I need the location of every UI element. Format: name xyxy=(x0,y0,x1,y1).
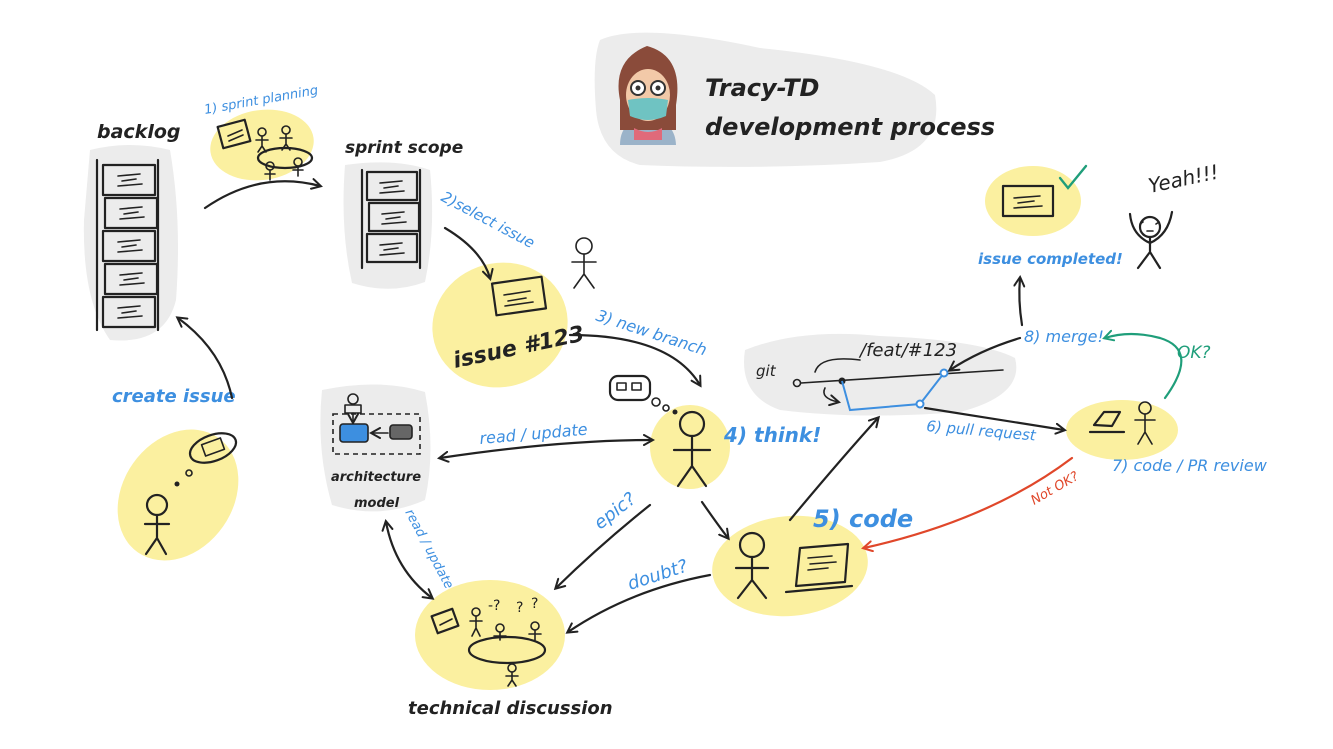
arrow-backlog-to-sprint-scope xyxy=(203,181,320,210)
git-blob xyxy=(744,333,1017,416)
arrow-pull-request xyxy=(923,406,1064,430)
svg-text:-?: -? xyxy=(488,598,500,614)
git-graph-icon xyxy=(792,358,1004,412)
ok-arrow xyxy=(1105,334,1183,400)
arrow-merge-to-git xyxy=(950,336,1022,370)
reviewer-figure-icon xyxy=(1134,401,1156,445)
celebrating-figure-icon xyxy=(1128,210,1174,270)
sprint-scope-blob xyxy=(343,162,433,289)
issue-123-highlight xyxy=(432,262,568,388)
think-highlight xyxy=(650,405,730,489)
pull-request-label: 6) pull request xyxy=(926,417,1038,445)
architecture-blob xyxy=(320,384,431,512)
arrow-select-issue xyxy=(443,226,490,278)
not-ok-arrow xyxy=(864,456,1074,548)
arrow-epic xyxy=(556,503,652,588)
code-laptop-icon xyxy=(784,542,854,594)
code-highlight xyxy=(712,515,868,617)
architecture-label-line1: architecture xyxy=(331,470,421,485)
title-line1: Tracy-TD xyxy=(705,74,819,102)
arrow-merge-to-completed xyxy=(1019,278,1022,327)
think-label: 4) think! xyxy=(723,423,821,447)
yeah-label: Yeah!!! xyxy=(1146,160,1221,198)
not-ok-label: Not OK? xyxy=(1029,469,1082,508)
sprint-planning-meeting-icon xyxy=(216,118,314,181)
arrow-code-to-git xyxy=(788,418,878,522)
discussion-meeting-icon: -? ? ? xyxy=(430,596,547,687)
coder-figure-icon xyxy=(734,531,770,600)
pr-review-highlight xyxy=(1066,400,1178,460)
arrow-read-update-think xyxy=(440,440,652,458)
sprint-scope-label: sprint scope xyxy=(345,138,463,158)
arrow-doubt xyxy=(568,573,712,632)
issue-card-icon xyxy=(490,275,548,317)
create-issue-highlight xyxy=(117,429,239,561)
select-issue-label: 2)select issue xyxy=(438,188,538,252)
technical-discussion-label: technical discussion xyxy=(408,698,613,719)
read-update-label-2: read / update xyxy=(401,507,456,592)
sprint-scope-stack-icon xyxy=(360,168,422,270)
merge-label: 8) merge! xyxy=(1024,327,1104,346)
svg-text:?: ? xyxy=(516,600,523,616)
creator-figure-icon xyxy=(143,493,171,556)
svg-text:?: ? xyxy=(531,596,538,612)
create-issue-label: create issue xyxy=(112,386,236,407)
arrow-new-branch xyxy=(568,333,700,385)
epic-label: epic? xyxy=(590,488,640,534)
technical-discussion-highlight xyxy=(415,580,565,690)
architecture-label-line2: model xyxy=(354,496,400,511)
architecture-model-icon xyxy=(332,393,421,455)
avatar-icon xyxy=(612,46,682,146)
code-pr-review-label: 7) code / PR review xyxy=(1112,456,1268,475)
backlog-label: backlog xyxy=(97,121,181,143)
title-line2: development process xyxy=(705,113,995,141)
thought-bubble-icon xyxy=(608,374,678,415)
think-figure-icon xyxy=(672,410,712,488)
arrow-think-to-code xyxy=(700,500,728,538)
ok-label: OK? xyxy=(1177,343,1211,363)
feat-branch-label: /feat/#123 xyxy=(858,340,957,361)
git-label: git xyxy=(756,362,777,380)
developer-figure-icon xyxy=(571,237,597,289)
arrow-create-issue xyxy=(178,318,234,400)
create-issue-thought-icon xyxy=(174,432,238,487)
new-branch-label: 3) new branch xyxy=(594,306,710,360)
completed-card-icon xyxy=(1001,164,1088,218)
arrow-read-update-discussion xyxy=(386,522,432,598)
code-label: 5) code xyxy=(813,505,913,533)
backlog-stack-icon xyxy=(95,158,160,332)
laptop-icon xyxy=(1088,410,1126,434)
issue-completed-label: issue completed! xyxy=(978,250,1123,268)
